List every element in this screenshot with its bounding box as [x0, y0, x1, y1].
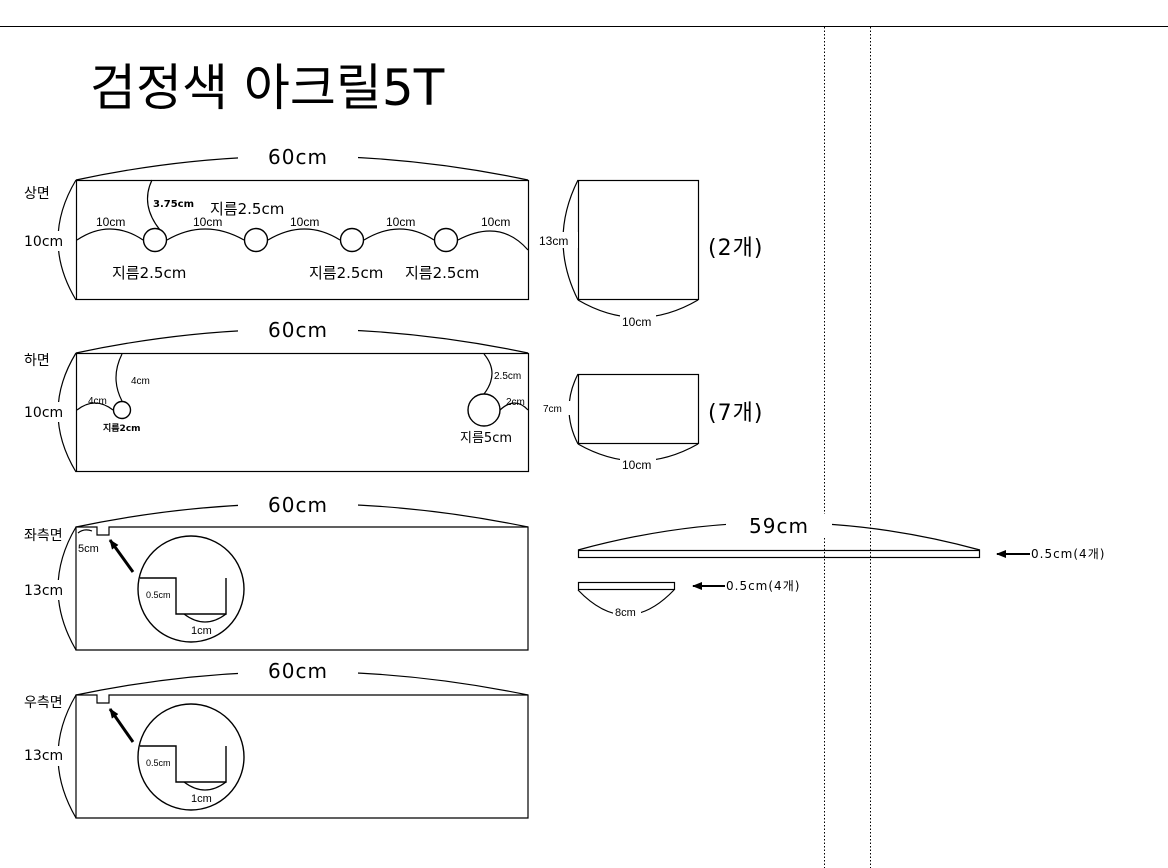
- strip-59cm: 59cm 0.5cm(4개): [577, 514, 1105, 561]
- page-title: 검정색 아크릴5T: [90, 59, 445, 117]
- top-hole-1: [142, 227, 168, 253]
- end-piece-7cm-height: 7cm: [543, 404, 562, 415]
- left-side-length-label: 60cm: [268, 493, 328, 517]
- right-side-detail-width: 1cm: [191, 793, 212, 805]
- strip-59cm-length: 59cm: [749, 514, 809, 538]
- strip-59cm-thickness: 0.5cm(4개): [1031, 547, 1105, 561]
- left-side-height-label: 13cm: [24, 583, 63, 599]
- right-side-pointer-arrow: [108, 708, 135, 743]
- bottom-left-vertical: 4cm: [131, 376, 150, 387]
- left-side-panel-name: 좌측면: [24, 528, 63, 544]
- bottom-right-vertical: 2.5cm: [494, 371, 521, 382]
- right-side-detail-profile: [140, 745, 227, 783]
- bottom-right-horizontal: 2cm: [506, 397, 525, 408]
- bottom-left-horizontal: 4cm: [88, 396, 107, 407]
- bottom-panel-rect: [75, 352, 530, 473]
- left-side-panel: 60cm 좌측면 13cm 5cm 0.5cm 1cm: [22, 493, 529, 651]
- strip-8cm: 8cm 0.5cm(4개): [577, 579, 800, 619]
- top-radius-label: 3.75cm: [153, 199, 194, 210]
- end-piece-13cm-height: 13cm: [539, 234, 568, 248]
- left-side-detail-circle: [137, 535, 245, 643]
- strip-8cm-length: 8cm: [615, 607, 636, 619]
- right-side-height-label: 13cm: [24, 748, 63, 764]
- left-side-detail-depth: 0.5cm: [146, 590, 171, 600]
- top-spacing-4: 10cm: [386, 215, 415, 229]
- top-length-label-bg: [238, 145, 358, 167]
- end-piece-13cm-rect: [577, 179, 700, 301]
- bottom-length-label: 60cm: [268, 318, 328, 342]
- bottom-hole-small: [112, 400, 132, 420]
- end-piece-7cm: 7cm 10cm (7개): [542, 373, 763, 472]
- top-spacing-1: 10cm: [96, 215, 125, 229]
- top-diameter-label-1: 지름2.5cm: [112, 264, 186, 282]
- strip-8cm-rect: [577, 581, 676, 591]
- end-piece-7cm-rect: [577, 373, 700, 445]
- bottom-panel-name: 하면: [24, 353, 50, 369]
- end-piece-13cm-width: 10cm: [622, 315, 651, 329]
- left-side-notch-label: 5cm: [78, 543, 99, 555]
- top-spacing-3: 10cm: [290, 215, 319, 229]
- left-side-pointer-arrow: [108, 539, 135, 573]
- top-panel-name: 상면: [24, 186, 50, 202]
- top-diameter-label-4: 지름2.5cm: [405, 264, 479, 282]
- right-side-panel-outline: [75, 694, 529, 819]
- top-height-label: 10cm: [24, 234, 63, 250]
- end-piece-7cm-count: (7개): [708, 401, 763, 426]
- strip-59cm-rect: [577, 549, 981, 559]
- top-hole-3: [339, 227, 365, 253]
- bottom-left-hole-label: 지름2cm: [103, 422, 141, 434]
- end-piece-7cm-width: 10cm: [622, 458, 651, 472]
- end-piece-13cm-count: (2개): [708, 236, 763, 261]
- left-side-panel-outline: [75, 526, 529, 651]
- left-side-detail-profile: [140, 577, 227, 615]
- top-diameter-label-3: 지름2.5cm: [309, 264, 383, 282]
- left-side-detail-width: 1cm: [191, 625, 212, 637]
- strip-8cm-thickness: 0.5cm(4개): [726, 579, 800, 593]
- top-hole-2: [243, 227, 269, 253]
- top-spacing-5: 10cm: [481, 215, 510, 229]
- bottom-height-label: 10cm: [24, 405, 63, 421]
- right-side-panel-name: 우측면: [24, 695, 63, 711]
- bottom-hole-large: [467, 393, 501, 427]
- top-diameter-label-2: 지름2.5cm: [210, 200, 284, 218]
- bottom-panel: 60cm 하면 10cm 4cm 4cm 지름2cm 2.5cm 2cm 지름5…: [22, 318, 530, 473]
- top-panel-rect: [75, 179, 530, 301]
- right-side-length-label: 60cm: [268, 659, 328, 683]
- top-panel: 60cm 상면 10cm 10cm 10cm 10cm 10cm 10cm 3.…: [22, 145, 530, 301]
- right-side-detail-depth: 0.5cm: [146, 758, 171, 768]
- top-spacing-2: 10cm: [193, 215, 222, 229]
- bottom-right-hole-label: 지름5cm: [460, 431, 512, 446]
- right-side-detail-circle: [137, 703, 245, 811]
- end-piece-13cm: 13cm 10cm (2개): [538, 179, 763, 329]
- top-hole-4: [433, 227, 459, 253]
- top-length-label: 60cm: [268, 145, 328, 169]
- right-side-panel: 60cm 우측면 13cm 0.5cm 1cm: [22, 659, 529, 819]
